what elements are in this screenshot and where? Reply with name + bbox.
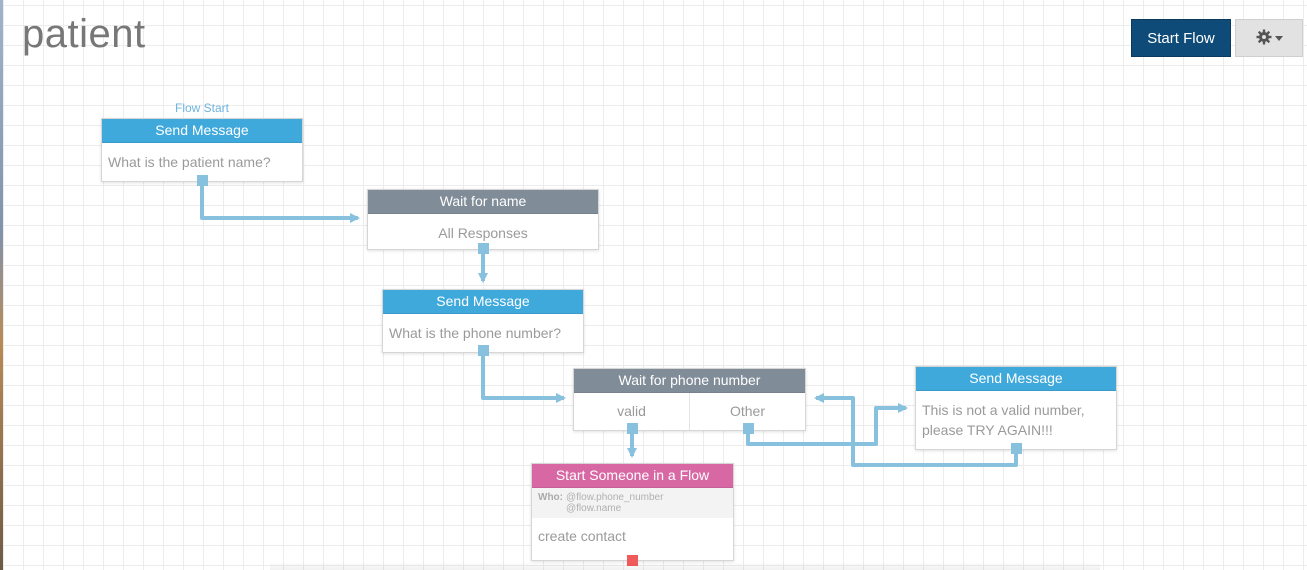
node-header: Start Someone in a Flow (532, 464, 733, 488)
who-value: @flow.phone_number (566, 492, 664, 503)
node-exit-handle[interactable] (1011, 443, 1022, 454)
node-exit-handle-valid[interactable] (627, 423, 638, 434)
category-all-responses: All Responses (438, 225, 528, 241)
flow-start-label: Flow Start (175, 101, 230, 115)
message-text: What is the patient name? (108, 154, 271, 170)
node-header: Send Message (383, 290, 583, 314)
wait-for-name-node[interactable]: Wait for name All Responses (367, 189, 599, 250)
who-label: Who: (538, 492, 563, 503)
connector-send2-to-wait2 (481, 355, 566, 403)
who-value: @flow.name (566, 503, 622, 514)
node-exit-handle[interactable] (197, 175, 208, 186)
connector-other-to-send3 (746, 403, 908, 446)
connector-send3-to-wait2 (814, 393, 1018, 467)
who-section: Who: @flow.phone_number @flow.name (532, 488, 733, 518)
settings-dropdown-button[interactable] (1235, 19, 1303, 57)
chevron-down-icon (1274, 35, 1283, 41)
node-header: Wait for phone number (574, 369, 805, 393)
node-header: Send Message (102, 119, 302, 143)
message-text: What is the phone number? (389, 325, 561, 341)
node-exit-handle-unconnected[interactable] (627, 555, 638, 566)
wait-for-phone-number-node[interactable]: Wait for phone number valid Other (573, 368, 806, 431)
window-left-edge (0, 0, 3, 570)
page-title: patient (22, 12, 146, 56)
action-text: create contact (538, 528, 626, 544)
start-flow-button[interactable]: Start Flow (1131, 19, 1231, 57)
category-valid[interactable]: valid (617, 403, 646, 419)
node-header: Wait for name (368, 190, 598, 214)
canvas-bottom-shadow (270, 562, 1100, 570)
node-exit-handle[interactable] (478, 243, 489, 254)
send-message-node-patient-name[interactable]: Send Message What is the patient name? (101, 118, 303, 182)
connector-send1-to-wait1 (200, 185, 360, 223)
node-header: Send Message (916, 367, 1116, 391)
send-message-node-phone-number[interactable]: Send Message What is the phone number? (382, 289, 584, 353)
start-someone-in-flow-node[interactable]: Start Someone in a Flow Who: @flow.phone… (531, 463, 734, 561)
gear-icon (1256, 29, 1272, 48)
node-exit-handle[interactable] (478, 345, 489, 356)
send-message-node-invalid-number[interactable]: Send Message This is not a valid number,… (915, 366, 1117, 450)
message-text: This is not a valid number, please TRY A… (922, 402, 1085, 438)
category-other[interactable]: Other (689, 393, 805, 430)
node-exit-handle-other[interactable] (743, 423, 754, 434)
